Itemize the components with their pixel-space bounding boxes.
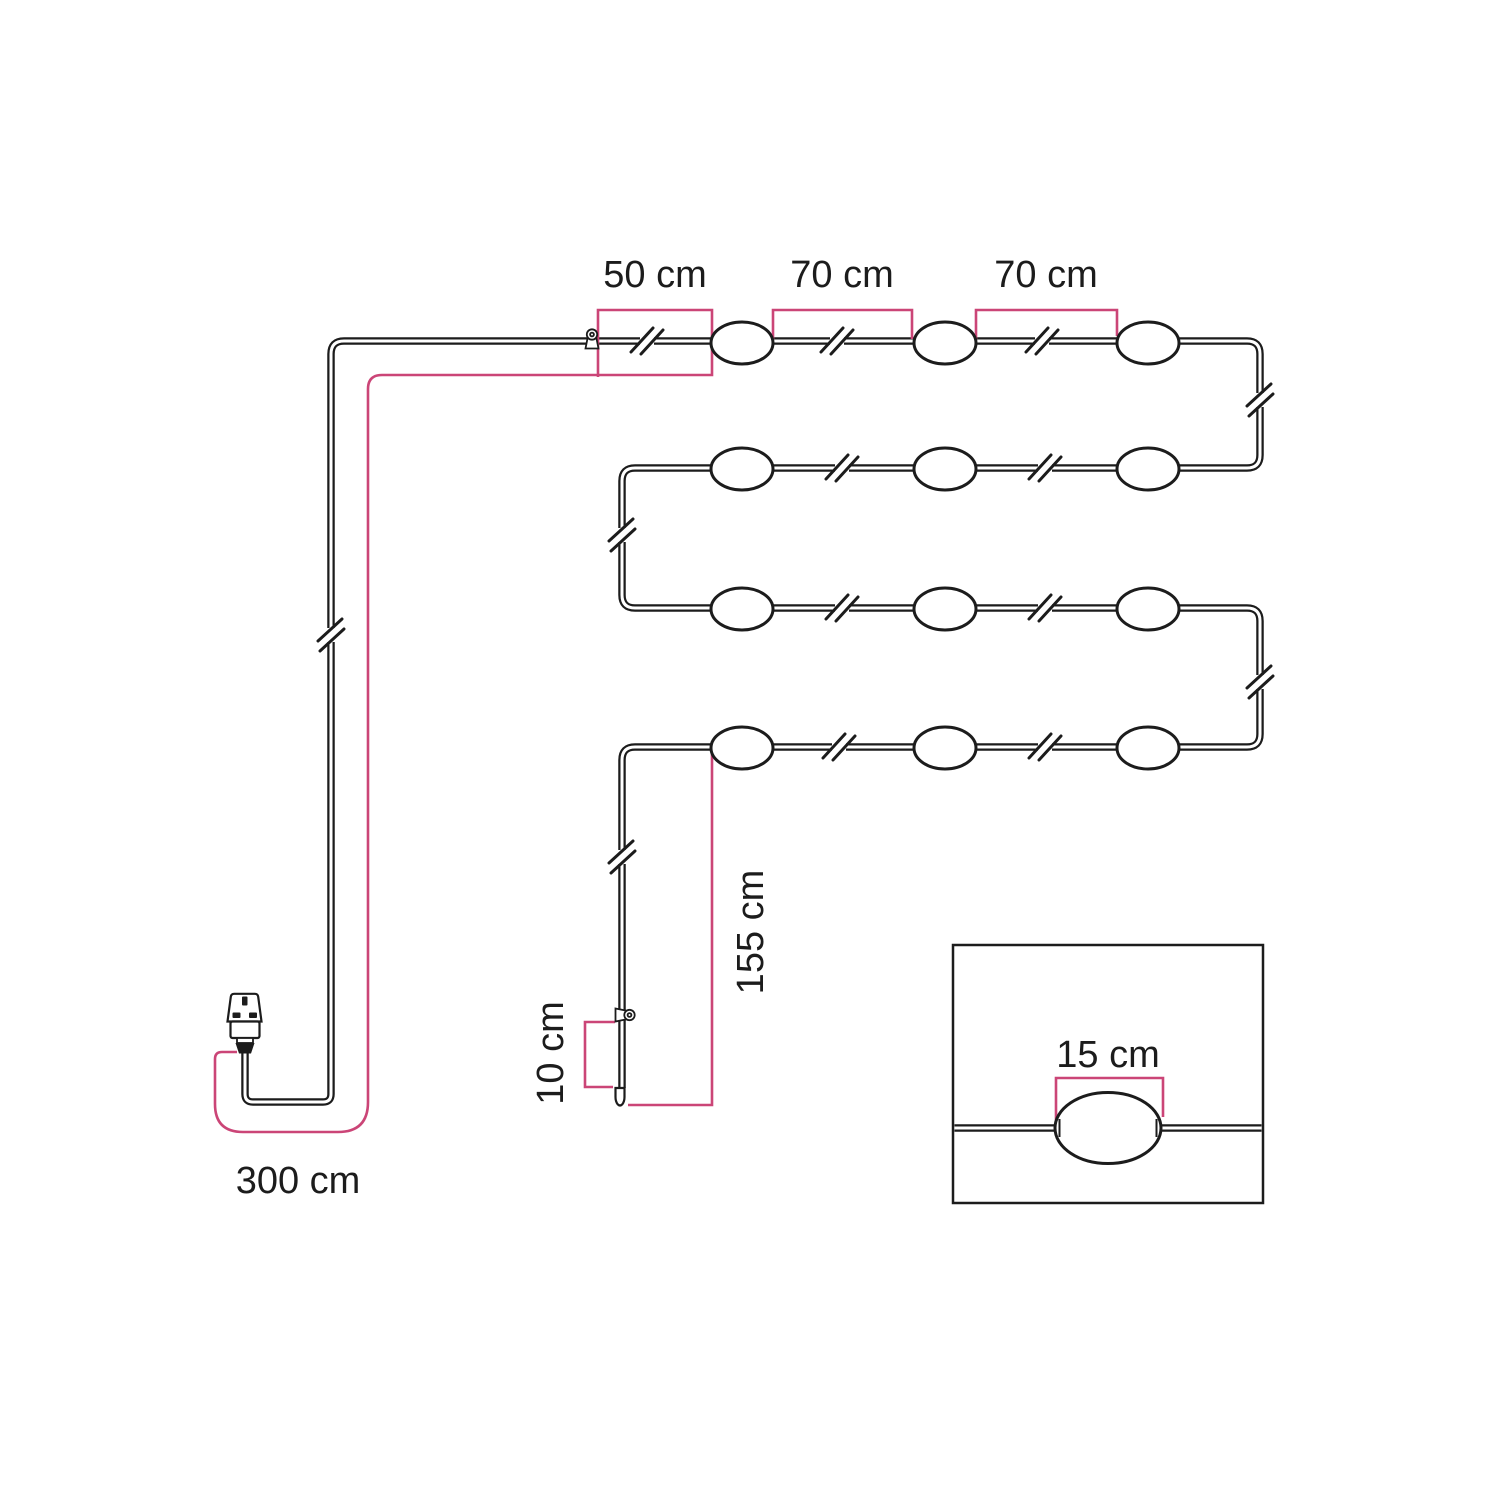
- label-70cm-1: 70 cm: [790, 254, 893, 296]
- hanging-ring-end: [614, 1007, 636, 1023]
- live-pin: [232, 1012, 241, 1018]
- lamp-holder: [1115, 725, 1181, 771]
- lamp-holder: [1115, 586, 1181, 632]
- plug-body: [229, 1020, 261, 1040]
- break-mark: [607, 517, 637, 553]
- hanging-ring-start: [584, 328, 600, 350]
- measure-tail-10: [583, 1020, 615, 1089]
- cable-break-marks: [316, 326, 1275, 875]
- plug-neck: [236, 1037, 254, 1044]
- label-10cm: 10 cm: [530, 1001, 572, 1104]
- measurement-lines: [213, 308, 1119, 1134]
- strain-relief: [235, 1043, 255, 1054]
- lamp-holder: [912, 725, 978, 771]
- lamp-holder: [709, 320, 775, 366]
- neutral-pin: [249, 1012, 257, 1018]
- lamp-holder: [912, 586, 978, 632]
- break-mark: [824, 593, 860, 623]
- break-mark: [316, 617, 346, 653]
- detail-inset: [951, 943, 1265, 1205]
- break-mark: [821, 732, 857, 762]
- ring-hole: [626, 1012, 633, 1018]
- lamp-holder: [709, 586, 775, 632]
- label-155cm: 155 cm: [730, 870, 772, 995]
- lamp-holders: [709, 320, 1181, 771]
- ring-hole: [589, 331, 595, 338]
- lamp-holder: [1115, 320, 1181, 366]
- break-mark: [629, 326, 665, 356]
- lamp-holder: [709, 446, 775, 492]
- break-mark: [824, 453, 860, 483]
- measurement-labels: 50 cm 70 cm 70 cm 155 cm 10 cm 300 cm 15…: [236, 254, 1160, 1202]
- break-mark: [1245, 382, 1275, 418]
- label-50cm: 50 cm: [603, 254, 706, 296]
- earth-pin: [242, 996, 248, 1006]
- break-mark: [1027, 593, 1063, 623]
- cable-end-tip: [614, 1086, 626, 1107]
- measure-bracket-70b: [974, 308, 1119, 339]
- measure-bracket-15: [1054, 1076, 1165, 1120]
- break-mark: [1027, 453, 1063, 483]
- break-mark: [819, 326, 855, 356]
- lamp-holder: [912, 446, 978, 492]
- break-mark: [1024, 326, 1060, 356]
- break-mark: [607, 839, 637, 875]
- uk-plug: [226, 992, 263, 1054]
- measure-power-cord-300: [213, 308, 714, 1134]
- label-300cm: 300 cm: [236, 1160, 361, 1202]
- label-15cm: 15 cm: [1056, 1034, 1159, 1076]
- lamp-holder: [912, 320, 978, 366]
- measure-drop-155: [628, 750, 714, 1107]
- break-mark: [1245, 664, 1275, 700]
- inset-lamp-holder: [1053, 1091, 1163, 1165]
- lamp-holder: [709, 725, 775, 771]
- lamp-holder: [1115, 446, 1181, 492]
- label-70cm-2: 70 cm: [994, 254, 1097, 296]
- measure-bracket-70a: [771, 308, 914, 339]
- break-mark: [1027, 732, 1063, 762]
